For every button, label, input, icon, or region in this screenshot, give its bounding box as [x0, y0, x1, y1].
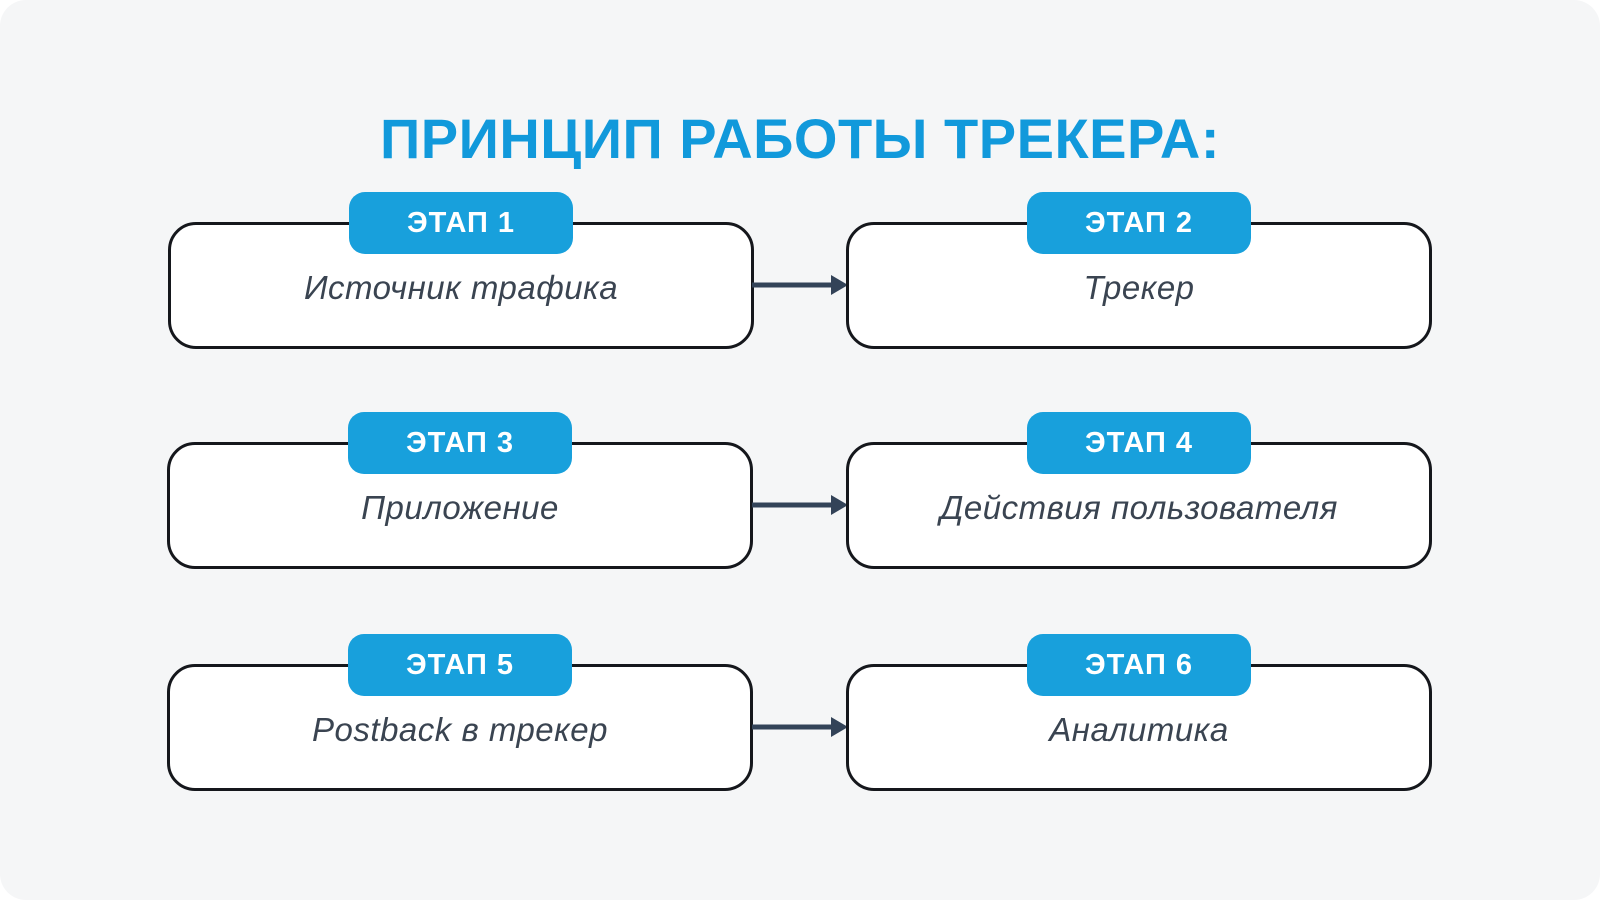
stage-box-4: ЭТАП 4 Действия пользователя — [846, 412, 1432, 569]
stage-box-1: ЭТАП 1 Источник трафика — [168, 192, 754, 349]
stage-badge-2: ЭТАП 2 — [1027, 192, 1251, 254]
stage-badge-3: ЭТАП 3 — [348, 412, 572, 474]
stage-badge-1: ЭТАП 1 — [349, 192, 573, 254]
stage-label-6: Аналитика — [1049, 710, 1229, 748]
stage-box-3: ЭТАП 3 Приложение — [167, 412, 753, 569]
stage-badge-6: ЭТАП 6 — [1027, 634, 1251, 696]
arrow-right-icon — [752, 275, 848, 295]
stage-box-5: ЭТАП 5 Postback в трекер — [167, 634, 753, 791]
stage-badge-5: ЭТАП 5 — [348, 634, 572, 696]
stage-label-2: Трекер — [1083, 268, 1195, 306]
arrow-right-icon — [752, 717, 848, 737]
stage-label-4: Действия пользователя — [940, 488, 1338, 526]
diagram-title: ПРИНЦИП РАБОТЫ ТРЕКЕРА: — [380, 106, 1220, 170]
stage-box-6: ЭТАП 6 Аналитика — [846, 634, 1432, 791]
stage-label-3: Приложение — [361, 488, 559, 526]
stage-label-1: Источник трафика — [303, 268, 619, 306]
stage-label-5: Postback в трекер — [312, 710, 608, 748]
arrow-right-icon — [752, 495, 848, 515]
stage-box-2: ЭТАП 2 Трекер — [846, 192, 1432, 349]
stage-badge-4: ЭТАП 4 — [1027, 412, 1251, 474]
